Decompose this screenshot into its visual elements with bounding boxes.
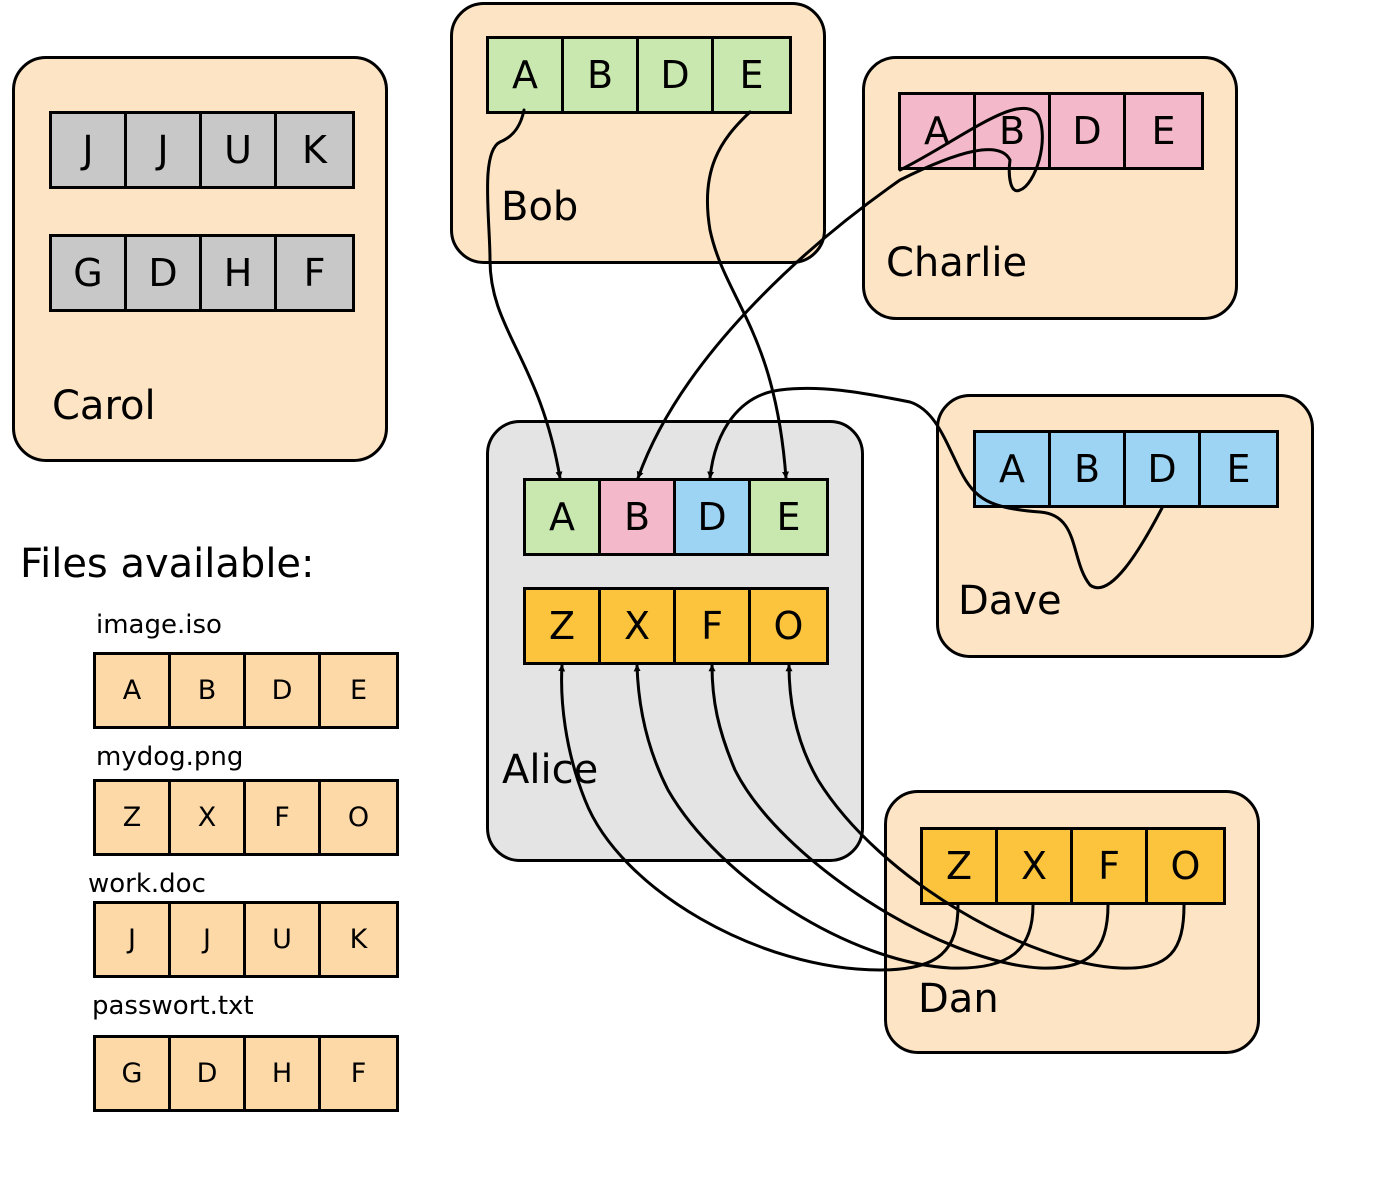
alice-blocks-row-1: A B D E: [523, 478, 829, 556]
carol-name: Carol: [52, 383, 156, 429]
dave-block: A: [976, 433, 1051, 505]
file-block: J: [96, 904, 171, 975]
bob-block: B: [564, 39, 639, 111]
dave-block: E: [1201, 433, 1276, 505]
files-heading: Files available:: [20, 541, 315, 587]
dan-block: X: [998, 830, 1073, 902]
alice-blocks-row-2: Z X F O: [523, 587, 829, 665]
dave-block: D: [1126, 433, 1201, 505]
carol-block: J: [127, 114, 202, 186]
alice-block: A: [526, 481, 601, 553]
file-block: K: [321, 904, 396, 975]
file-block: U: [246, 904, 321, 975]
carol-block: F: [277, 237, 352, 309]
file-blocks: Z X F O: [93, 779, 399, 856]
file-block: J: [171, 904, 246, 975]
alice-name: Alice: [502, 747, 599, 793]
dan-blocks: Z X F O: [920, 827, 1226, 905]
carol-block: G: [52, 237, 127, 309]
alice-block: Z: [526, 590, 601, 662]
file-name: image.iso: [96, 610, 222, 640]
file-blocks: J J U K: [93, 901, 399, 978]
file-blocks: G D H F: [93, 1035, 399, 1112]
file-block: B: [171, 655, 246, 726]
alice-block: D: [676, 481, 751, 553]
file-name: passwort.txt: [92, 991, 254, 1021]
dave-blocks: A B D E: [973, 430, 1279, 508]
carol-block: K: [277, 114, 352, 186]
bob-block: D: [639, 39, 714, 111]
bob-block: E: [714, 39, 789, 111]
file-block: F: [246, 782, 321, 853]
dan-block: F: [1073, 830, 1148, 902]
carol-block: J: [52, 114, 127, 186]
file-block: H: [246, 1038, 321, 1109]
bob-name: Bob: [501, 184, 579, 230]
charlie-blocks: A B D E: [898, 92, 1204, 170]
file-block: Z: [96, 782, 171, 853]
file-name: work.doc: [88, 869, 206, 899]
file-block: E: [321, 655, 396, 726]
dan-name: Dan: [918, 976, 999, 1022]
alice-block: X: [601, 590, 676, 662]
file-block: F: [321, 1038, 396, 1109]
charlie-block: B: [976, 95, 1051, 167]
charlie-name: Charlie: [886, 240, 1028, 286]
dave-name: Dave: [958, 578, 1062, 624]
alice-block: E: [751, 481, 826, 553]
dave-block: B: [1051, 433, 1126, 505]
charlie-block: A: [901, 95, 976, 167]
bob-block: A: [489, 39, 564, 111]
file-block: X: [171, 782, 246, 853]
carol-block: U: [202, 114, 277, 186]
charlie-block: E: [1126, 95, 1201, 167]
file-blocks: A B D E: [93, 652, 399, 729]
charlie-block: D: [1051, 95, 1126, 167]
dan-block: Z: [923, 830, 998, 902]
file-block: G: [96, 1038, 171, 1109]
file-block: D: [171, 1038, 246, 1109]
carol-blocks-row-2: G D H F: [49, 234, 355, 312]
dan-block: O: [1148, 830, 1223, 902]
alice-block: O: [751, 590, 826, 662]
file-name: mydog.png: [96, 742, 244, 772]
alice-block: F: [676, 590, 751, 662]
file-block: D: [246, 655, 321, 726]
alice-block: B: [601, 481, 676, 553]
file-block: O: [321, 782, 396, 853]
bob-blocks: A B D E: [486, 36, 792, 114]
file-block: A: [96, 655, 171, 726]
carol-block: H: [202, 237, 277, 309]
carol-blocks-row-1: J J U K: [49, 111, 355, 189]
carol-block: D: [127, 237, 202, 309]
